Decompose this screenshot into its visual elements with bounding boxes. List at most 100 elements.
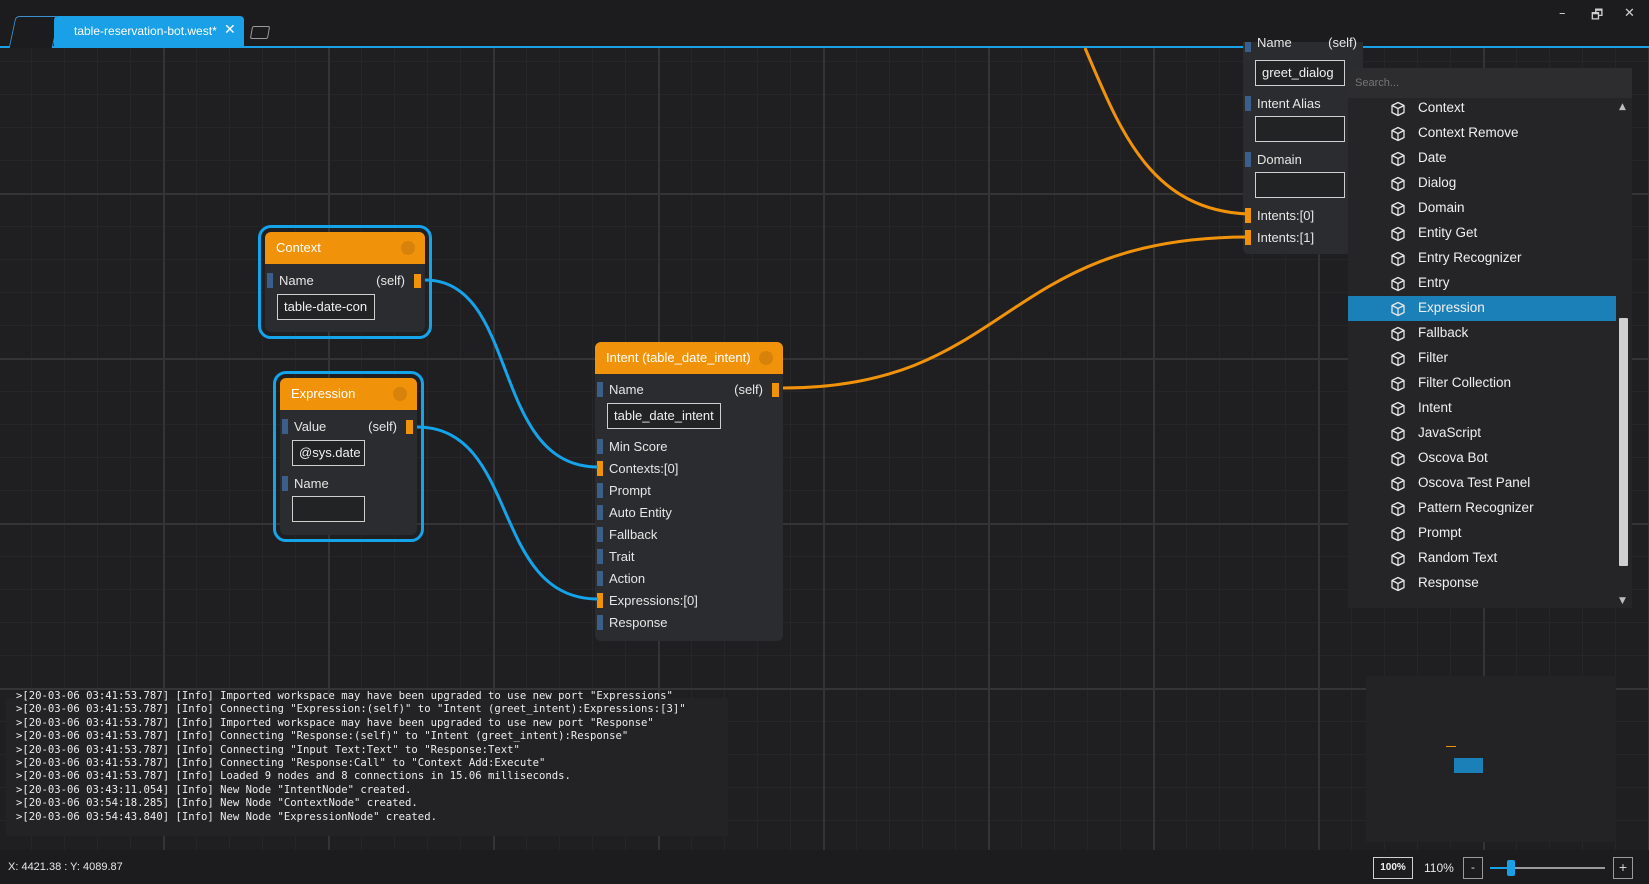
- tab-table-reservation-bot[interactable]: table-reservation-bot.west* ✕: [54, 16, 244, 48]
- cube-icon: [1391, 401, 1405, 417]
- input-port[interactable]: [1245, 96, 1251, 111]
- log-line: >[20-03-06 03:43:11.054] [Info] New Node…: [16, 783, 412, 796]
- input-port[interactable]: [1245, 152, 1251, 167]
- intent-prompt-port: Prompt: [595, 481, 783, 501]
- close-icon[interactable]: ✕: [224, 22, 236, 38]
- intent-name-field[interactable]: table_date_intent: [607, 403, 721, 429]
- node-type-item[interactable]: Expression: [1348, 296, 1616, 321]
- log-line: >[20-03-06 03:54:18.285] [Info] New Node…: [16, 797, 418, 810]
- input-port[interactable]: [597, 382, 603, 397]
- intent-trait-port: Trait: [595, 547, 783, 567]
- node-type-item[interactable]: Fallback: [1348, 321, 1616, 346]
- zoom-reset-button[interactable]: 100%: [1373, 857, 1413, 879]
- minimize-icon[interactable]: –: [1559, 6, 1566, 21]
- node-type-item[interactable]: Date: [1348, 146, 1616, 171]
- input-port[interactable]: [1245, 208, 1251, 223]
- dialog-intent-alias-field[interactable]: [1255, 116, 1345, 142]
- node-header[interactable]: Expression: [280, 378, 417, 410]
- node-type-item[interactable]: Oscova Test Panel: [1348, 471, 1616, 496]
- node-type-item[interactable]: Filter: [1348, 346, 1616, 371]
- picker-scrollbar[interactable]: ▲ ▼: [1616, 100, 1632, 608]
- scroll-down-arrow-icon[interactable]: ▼: [1619, 596, 1626, 606]
- node-type-label: Context: [1418, 100, 1465, 115]
- minimap-viewport[interactable]: [1454, 758, 1483, 773]
- input-port[interactable]: [282, 476, 288, 491]
- input-port[interactable]: [597, 615, 603, 630]
- dialog-node[interactable]: Name (self) greet_dialog Intent Alias Do…: [1243, 35, 1363, 254]
- cube-icon: [1391, 526, 1405, 542]
- self-label: (self): [376, 273, 405, 288]
- expression-node[interactable]: Expression Value (self) @sys.date Name: [273, 371, 424, 542]
- zoom-slider[interactable]: [1490, 860, 1605, 876]
- zoom-out-button[interactable]: -: [1463, 857, 1483, 879]
- node-type-item[interactable]: Intent: [1348, 396, 1616, 421]
- minimap[interactable]: [1366, 676, 1616, 842]
- output-port[interactable]: [406, 420, 413, 434]
- input-port[interactable]: [597, 571, 603, 586]
- node-type-item[interactable]: JavaScript: [1348, 421, 1616, 446]
- node-type-item[interactable]: Oscova Bot: [1348, 446, 1616, 471]
- input-port[interactable]: [597, 505, 603, 520]
- port-label: Auto Entity: [609, 505, 672, 520]
- input-port[interactable]: [597, 461, 603, 476]
- node-type-label: Response: [1418, 575, 1479, 590]
- restore-icon[interactable]: 🗗: [1591, 8, 1604, 23]
- input-port[interactable]: [597, 593, 603, 608]
- node-header[interactable]: Context: [265, 232, 425, 264]
- intent-min-score-port: Min Score: [595, 437, 783, 457]
- cube-icon: [1391, 226, 1405, 242]
- expression-name-port: Name: [280, 474, 417, 494]
- output-port[interactable]: [414, 274, 421, 288]
- node-type-item[interactable]: Domain: [1348, 196, 1616, 221]
- node-type-item[interactable]: Entry Recognizer: [1348, 246, 1616, 271]
- context-name-field[interactable]: table-date-con: [277, 294, 375, 320]
- input-port[interactable]: [597, 483, 603, 498]
- node-type-label: Dialog: [1418, 175, 1457, 190]
- node-type-item[interactable]: Response: [1348, 571, 1616, 596]
- node-type-item[interactable]: Dialog: [1348, 171, 1616, 196]
- port-label: Value: [294, 419, 327, 434]
- node-header[interactable]: Intent (table_date_intent): [595, 342, 783, 374]
- input-port[interactable]: [267, 273, 273, 288]
- dialog-intents-1-port: Intents:[1]: [1243, 228, 1363, 248]
- node-type-item[interactable]: Random Text: [1348, 546, 1616, 571]
- expression-name-field[interactable]: [292, 496, 365, 522]
- port-label: Intent Alias: [1257, 96, 1321, 111]
- input-port[interactable]: [1245, 42, 1251, 52]
- log-line: >[20-03-06 03:41:53.787] [Info] Connecti…: [16, 743, 520, 756]
- input-port[interactable]: [597, 549, 603, 564]
- port-label: Fallback: [609, 527, 658, 542]
- node-type-item[interactable]: Prompt: [1348, 521, 1616, 546]
- node-search-input[interactable]: [1348, 68, 1632, 98]
- scroll-thumb[interactable]: [1619, 318, 1628, 566]
- node-type-label: Domain: [1418, 200, 1465, 215]
- intent-node[interactable]: Intent (table_date_intent) Name (self) t…: [595, 342, 783, 641]
- tab-previous[interactable]: [8, 16, 60, 49]
- node-type-label: Expression: [1418, 300, 1485, 315]
- node-title: Intent (table_date_intent): [606, 350, 751, 365]
- node-type-item[interactable]: Entry: [1348, 271, 1616, 296]
- input-port[interactable]: [597, 439, 603, 454]
- zoom-in-button[interactable]: +: [1613, 857, 1633, 879]
- close-window-icon[interactable]: ✕: [1624, 6, 1635, 21]
- zoom-slider-thumb[interactable]: [1506, 860, 1515, 876]
- node-type-item[interactable]: Pattern Recognizer: [1348, 496, 1616, 521]
- cube-icon: [1391, 101, 1405, 117]
- new-tab-button[interactable]: [249, 26, 271, 39]
- node-type-item[interactable]: Entity Get: [1348, 221, 1616, 246]
- output-port[interactable]: [772, 383, 779, 397]
- input-port[interactable]: [282, 419, 288, 434]
- node-type-item[interactable]: Filter Collection: [1348, 371, 1616, 396]
- context-name-port: Name (self): [265, 271, 425, 291]
- dialog-name-field[interactable]: greet_dialog: [1255, 60, 1345, 86]
- scroll-up-arrow-icon[interactable]: ▲: [1619, 102, 1626, 112]
- node-type-item[interactable]: Context: [1348, 96, 1616, 121]
- node-type-item[interactable]: Context Remove: [1348, 121, 1616, 146]
- input-port[interactable]: [597, 527, 603, 542]
- zoom-level: 110%: [1424, 861, 1454, 875]
- input-port[interactable]: [1245, 230, 1251, 245]
- status-bar: X: 4421.38 : Y: 4089.87 100% 110% - +: [0, 850, 1649, 884]
- context-node[interactable]: Context Name (self) table-date-con: [258, 225, 432, 339]
- expression-value-field[interactable]: @sys.date: [292, 440, 365, 466]
- dialog-domain-field[interactable]: [1255, 172, 1345, 198]
